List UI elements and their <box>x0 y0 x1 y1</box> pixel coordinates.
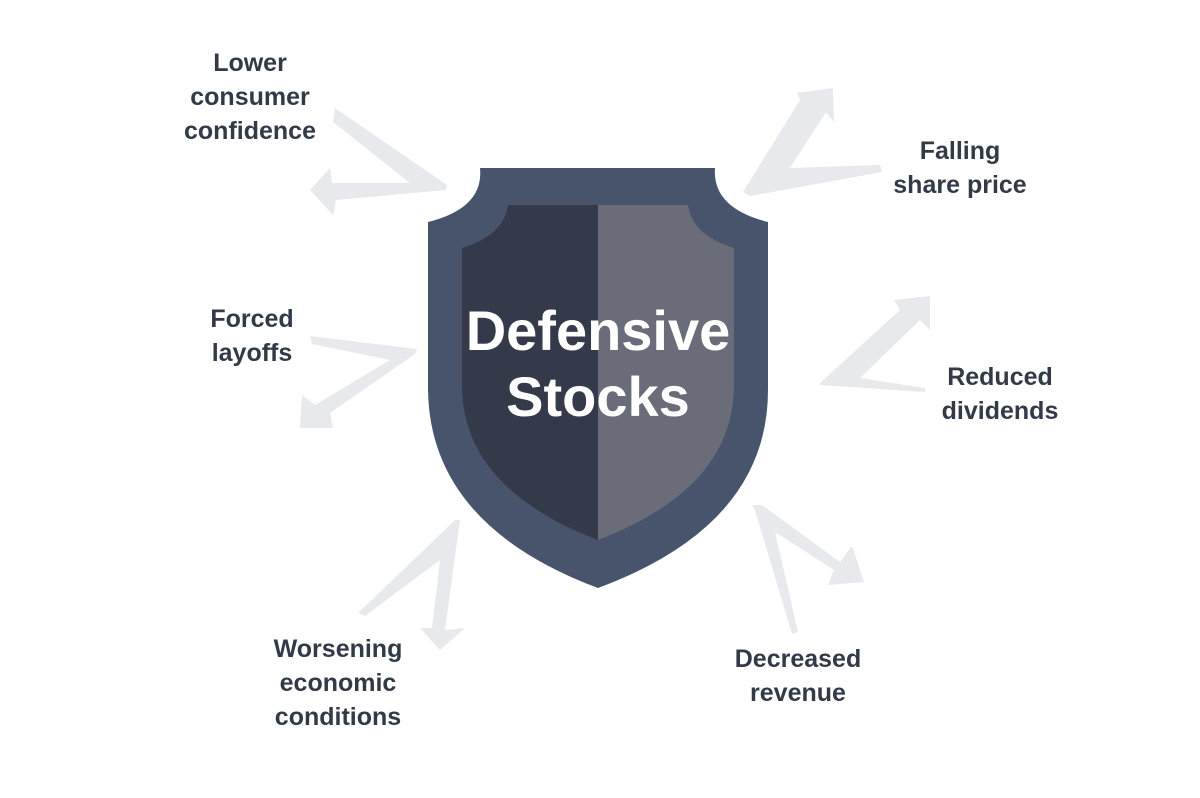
arrow-forced-layoffs <box>300 336 417 428</box>
arrow-lower-consumer-confidence <box>310 108 447 215</box>
label-line: confidence <box>184 117 316 145</box>
label-line: Worsening <box>273 635 403 663</box>
arrow-worsening-economic-conditions <box>358 520 465 650</box>
label-line: Reduced <box>947 363 1053 391</box>
label-line: Lower <box>213 49 287 77</box>
arrow-reduced-dividends <box>820 296 930 392</box>
shield-title-line1: Defensive <box>465 299 731 362</box>
arrow-falling-share-price <box>743 88 882 196</box>
shield-title: Defensive Stocks <box>438 298 758 430</box>
label-line: share price <box>893 171 1027 199</box>
label-decreased-revenue: Decreased revenue <box>718 642 878 710</box>
label-line: consumer <box>190 83 310 111</box>
shield <box>428 168 768 588</box>
arrow-decreased-revenue <box>752 505 864 634</box>
label-lower-consumer-confidence: Lower consumer confidence <box>160 46 340 148</box>
label-falling-share-price: Falling share price <box>880 134 1040 202</box>
label-line: economic <box>279 669 397 697</box>
label-line: Decreased <box>734 645 862 673</box>
shield-left-half <box>462 205 598 540</box>
label-forced-layoffs: Forced layoffs <box>182 302 322 370</box>
label-line: Falling <box>919 137 1001 165</box>
label-reduced-dividends: Reduced dividends <box>925 360 1075 428</box>
label-worsening-economic-conditions: Worsening economic conditions <box>248 632 428 734</box>
label-line: Forced <box>210 305 294 333</box>
shield-right-half <box>598 205 734 540</box>
label-line: layoffs <box>211 339 293 367</box>
label-line: revenue <box>750 679 846 707</box>
shield-title-line2: Stocks <box>506 365 690 428</box>
label-line: conditions <box>274 703 402 731</box>
label-line: dividends <box>941 397 1059 425</box>
